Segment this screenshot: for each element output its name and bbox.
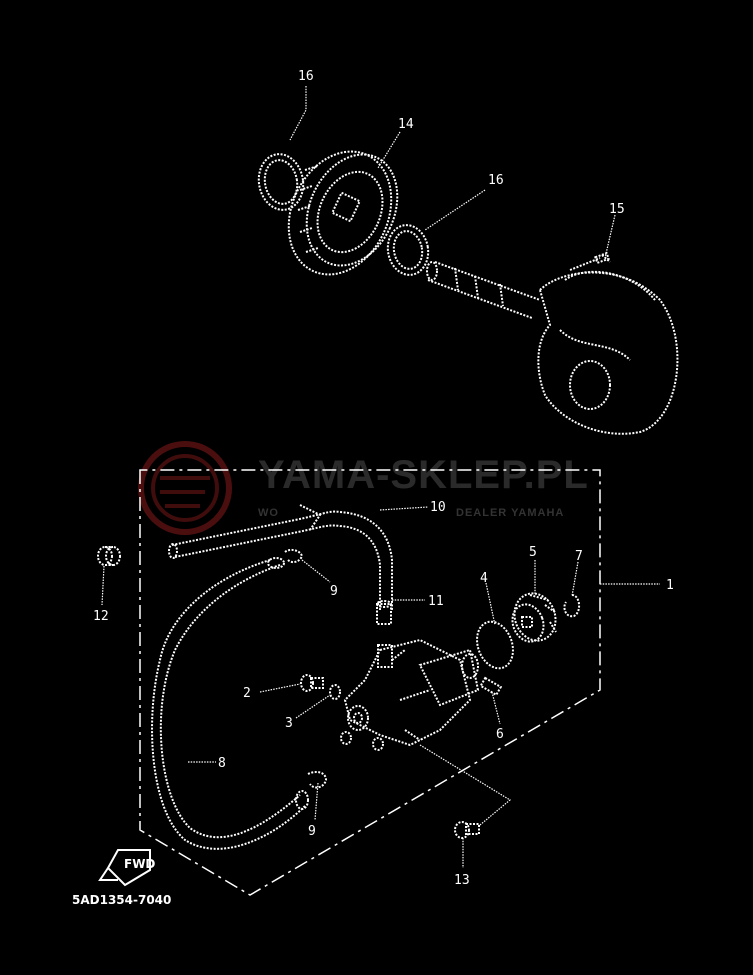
leader-15 [604, 214, 616, 259]
leader-16b [424, 189, 486, 231]
crankshaft [426, 251, 679, 435]
callout-10: 10 [430, 500, 446, 515]
callout-12: 12 [93, 609, 109, 624]
callout-1: 1 [666, 578, 674, 593]
watermark-tagline-right: DEALER YAMAHA [456, 507, 564, 519]
callout-2: 2 [243, 686, 251, 701]
callout-5: 5 [529, 545, 537, 560]
clip-9-upper [284, 548, 304, 564]
leader-12 [101, 565, 105, 606]
callout-7: 7 [575, 549, 583, 564]
hose-10 [168, 504, 393, 610]
leader-4 [485, 582, 496, 626]
callout-9b: 9 [308, 824, 316, 839]
washer-3 [329, 684, 341, 700]
callout-14: 14 [398, 117, 414, 132]
leader-10 [379, 506, 429, 511]
callout-15: 15 [609, 202, 625, 217]
fwd-label: FWD [124, 857, 155, 871]
leader-16a [289, 86, 307, 141]
leader-6 [491, 691, 501, 725]
screw-2 [300, 674, 324, 692]
fwd-arrow-icon [98, 849, 151, 887]
callout-9a: 9 [330, 584, 338, 599]
hose-8 [151, 557, 309, 850]
callout-13: 13 [454, 873, 470, 888]
watermark-logo [138, 441, 232, 535]
callout-16b: 16 [488, 173, 504, 188]
pump-gear-5 [511, 592, 557, 643]
cap-12 [97, 546, 121, 566]
pin-6 [479, 676, 503, 697]
leader-7 [571, 561, 579, 597]
clip-9-lower [307, 771, 328, 789]
watermark-site: YAMA-SKLEP.PL [258, 453, 589, 497]
oil-pump [340, 638, 480, 751]
callout-16a: 16 [298, 69, 314, 84]
callout-4: 4 [480, 571, 488, 586]
screw-13 [454, 821, 480, 839]
leader-9b [314, 782, 319, 821]
circlip-right [386, 224, 430, 276]
joint-11 [376, 600, 392, 625]
leader-3 [295, 694, 331, 719]
circlip-left [257, 153, 305, 211]
circlip-7 [563, 594, 580, 618]
leader-2 [259, 683, 301, 693]
leader-14 [377, 131, 401, 169]
callout-3: 3 [285, 716, 293, 731]
callout-11: 11 [428, 594, 444, 609]
drive-gear [287, 150, 399, 276]
assembly-frame [139, 469, 601, 896]
o-ring-4 [476, 620, 514, 670]
watermark-tagline-left: WO [258, 507, 279, 519]
drawing-code: 5AD1354-7040 [72, 893, 171, 907]
leader-9a [301, 559, 331, 583]
callout-6: 6 [496, 727, 504, 742]
callout-8: 8 [218, 756, 226, 771]
leader-pump-mount [419, 744, 512, 826]
